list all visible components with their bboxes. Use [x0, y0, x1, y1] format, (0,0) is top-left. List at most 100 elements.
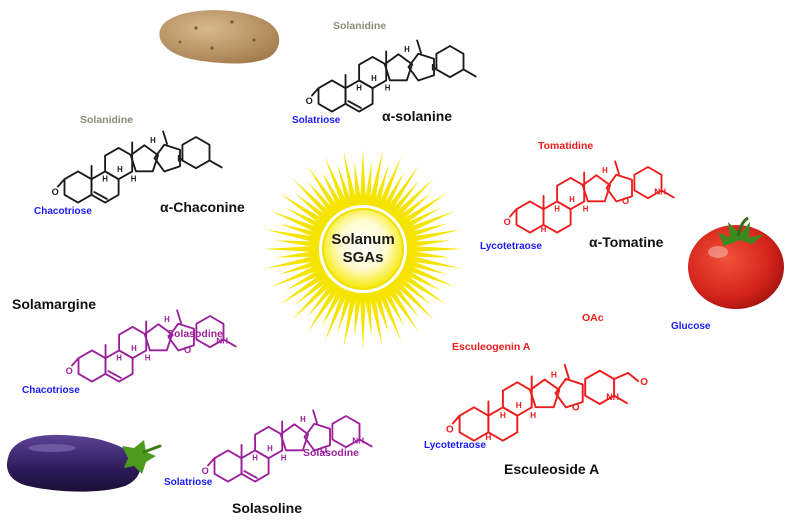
atom-label: H — [116, 354, 122, 363]
sun-ray — [364, 292, 372, 337]
tomatine-name: α-Tomatine — [589, 234, 664, 250]
ring-bond — [383, 53, 414, 82]
sun-ray — [402, 262, 456, 288]
sun-ray — [294, 274, 332, 305]
ring-bond — [317, 79, 347, 113]
ring-bond — [129, 144, 160, 173]
atom-label: H — [500, 410, 506, 420]
sun-ray — [402, 210, 456, 236]
bond — [222, 338, 237, 348]
sun-ray — [337, 164, 354, 208]
atom-label: H — [404, 45, 410, 54]
sun-burst — [263, 149, 463, 349]
sun-ray — [400, 207, 441, 232]
sun-ray — [380, 286, 405, 327]
atom-label: H — [541, 225, 547, 234]
atom-label: H — [131, 175, 137, 184]
ring-bond — [153, 143, 181, 173]
bond — [451, 414, 461, 425]
sun-ray — [404, 258, 448, 275]
bond — [347, 100, 362, 109]
sun-ray — [264, 229, 321, 244]
center-line-2: SGAs — [342, 249, 384, 266]
ring-bond — [213, 449, 243, 483]
ring-bond — [331, 415, 361, 449]
sun-ray — [404, 223, 448, 240]
sun-ray — [405, 229, 462, 244]
bond — [57, 178, 66, 188]
bond — [208, 159, 223, 169]
solanine-name: α-solanine — [382, 108, 453, 124]
esculeoside-aglycone-label: Esculeogenin A — [452, 341, 531, 353]
atom-label: H — [602, 166, 608, 175]
ring-bond — [458, 406, 490, 442]
sun-ray — [405, 254, 462, 269]
solamargine-aglycone-label: Solasodine — [167, 328, 224, 340]
atom-label: O — [320, 445, 327, 455]
ring-bond — [104, 146, 134, 181]
eggplant-icon — [6, 434, 162, 492]
bond — [71, 357, 80, 367]
sun-ray — [275, 250, 320, 258]
sun-ray — [384, 283, 419, 333]
atom-label: O — [184, 345, 191, 355]
atom-label: H — [569, 195, 575, 204]
solasoline-aglycone-label: Solasodine — [303, 447, 360, 459]
esculeoside-sugar-label: Lycotetraose — [424, 440, 486, 451]
sun-ray — [292, 277, 335, 320]
bond — [416, 39, 422, 54]
atom-label: O — [572, 402, 580, 413]
sun-ray — [388, 180, 419, 218]
sun-ray — [406, 250, 451, 258]
bond — [243, 470, 258, 479]
sun-ray — [388, 280, 419, 318]
solamargine-name: Solamargine — [12, 296, 97, 312]
bond — [509, 208, 518, 218]
ring-bond — [358, 55, 388, 90]
atom-label: H — [117, 165, 123, 174]
sun-ray — [394, 274, 432, 305]
atom-label: NH — [654, 187, 666, 196]
atom-label: H — [385, 84, 391, 93]
ring-bond — [77, 349, 107, 383]
atom-label: H — [554, 205, 560, 214]
sun-ray — [376, 156, 402, 210]
sun-ray — [321, 286, 346, 327]
sun-ray — [364, 161, 372, 206]
atom-label: H — [145, 354, 151, 363]
atom-label: H — [300, 415, 306, 424]
sun-ray — [285, 207, 326, 232]
atom-label: H — [530, 410, 536, 420]
potato-icon — [159, 10, 280, 64]
center-line-1: Solanum — [331, 231, 395, 248]
bond — [627, 372, 640, 383]
atom-label: O — [622, 196, 629, 206]
atom-label: H — [164, 315, 170, 324]
esculeoside-ester-label: OAc — [582, 312, 604, 324]
bond — [176, 309, 182, 324]
sun-ray — [394, 193, 432, 224]
sun-ray — [400, 266, 441, 291]
atom-label: H — [267, 444, 273, 453]
atom-label: NH — [352, 436, 364, 445]
ring-bond — [435, 45, 465, 79]
ring-bond — [581, 174, 612, 203]
bond — [660, 189, 675, 199]
ring-bond — [118, 325, 148, 360]
sun-ray — [372, 164, 389, 208]
bond — [93, 191, 108, 200]
atom-label: NH — [216, 336, 228, 345]
solasoline-sugar-label: Solatriose — [164, 477, 213, 488]
atom-label: O — [306, 96, 313, 106]
bond — [312, 409, 318, 424]
sun-ray — [343, 150, 358, 207]
bond — [563, 363, 570, 380]
sun-ray — [270, 210, 324, 236]
atom-label: N — [177, 154, 184, 164]
atom-label: N — [431, 63, 438, 73]
